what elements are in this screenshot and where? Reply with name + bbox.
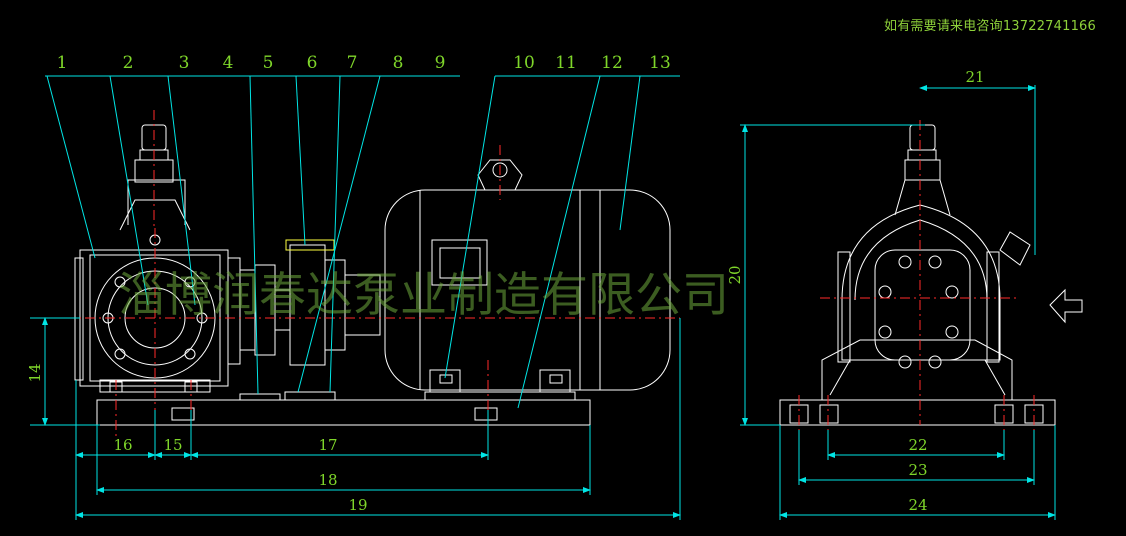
part-number: 8 — [393, 53, 404, 73]
part-number: 4 — [223, 53, 234, 73]
company-watermark: 淄博润春达泵业制造有限公司 — [118, 268, 729, 323]
motor-body — [384, 189, 671, 391]
part-numbers: 1 2 3 4 5 6 7 8 9 10 11 12 13 — [57, 53, 671, 73]
dimension-label: 17 — [318, 436, 337, 454]
dimension-label: 15 — [163, 436, 182, 454]
part-number: 6 — [307, 53, 318, 73]
part-number: 1 — [57, 53, 68, 73]
dimension-label: 18 — [318, 471, 337, 489]
part-number: 5 — [263, 53, 274, 73]
part-number: 7 — [347, 53, 358, 73]
dimension-label: 24 — [908, 496, 927, 514]
part-number: 3 — [179, 53, 190, 73]
dimension-label: 23 — [908, 461, 927, 479]
dimension-labels: 16 15 17 18 19 14 20 21 22 23 24 — [26, 68, 985, 514]
front-housing — [841, 204, 1001, 361]
dimension-label: 16 — [113, 436, 132, 454]
dimension-label: 21 — [965, 68, 984, 86]
part-number: 9 — [435, 53, 446, 73]
dimension-label: 20 — [726, 265, 744, 284]
front-base — [779, 399, 1056, 426]
dimension-label: 14 — [26, 363, 44, 382]
dimension-label: 22 — [908, 436, 927, 454]
part-number: 13 — [649, 53, 671, 73]
front-view — [779, 124, 1083, 426]
leader-lines — [45, 75, 680, 409]
part-number: 2 — [123, 53, 134, 73]
part-number: 11 — [555, 53, 577, 73]
contact-text: 如有需要请来电咨询13722741166 — [884, 19, 1096, 34]
part-number: 10 — [513, 53, 535, 73]
dimension-lines — [30, 85, 1056, 520]
base-plate — [96, 399, 591, 426]
part-number: 12 — [601, 53, 623, 73]
dimension-label: 19 — [348, 496, 367, 514]
